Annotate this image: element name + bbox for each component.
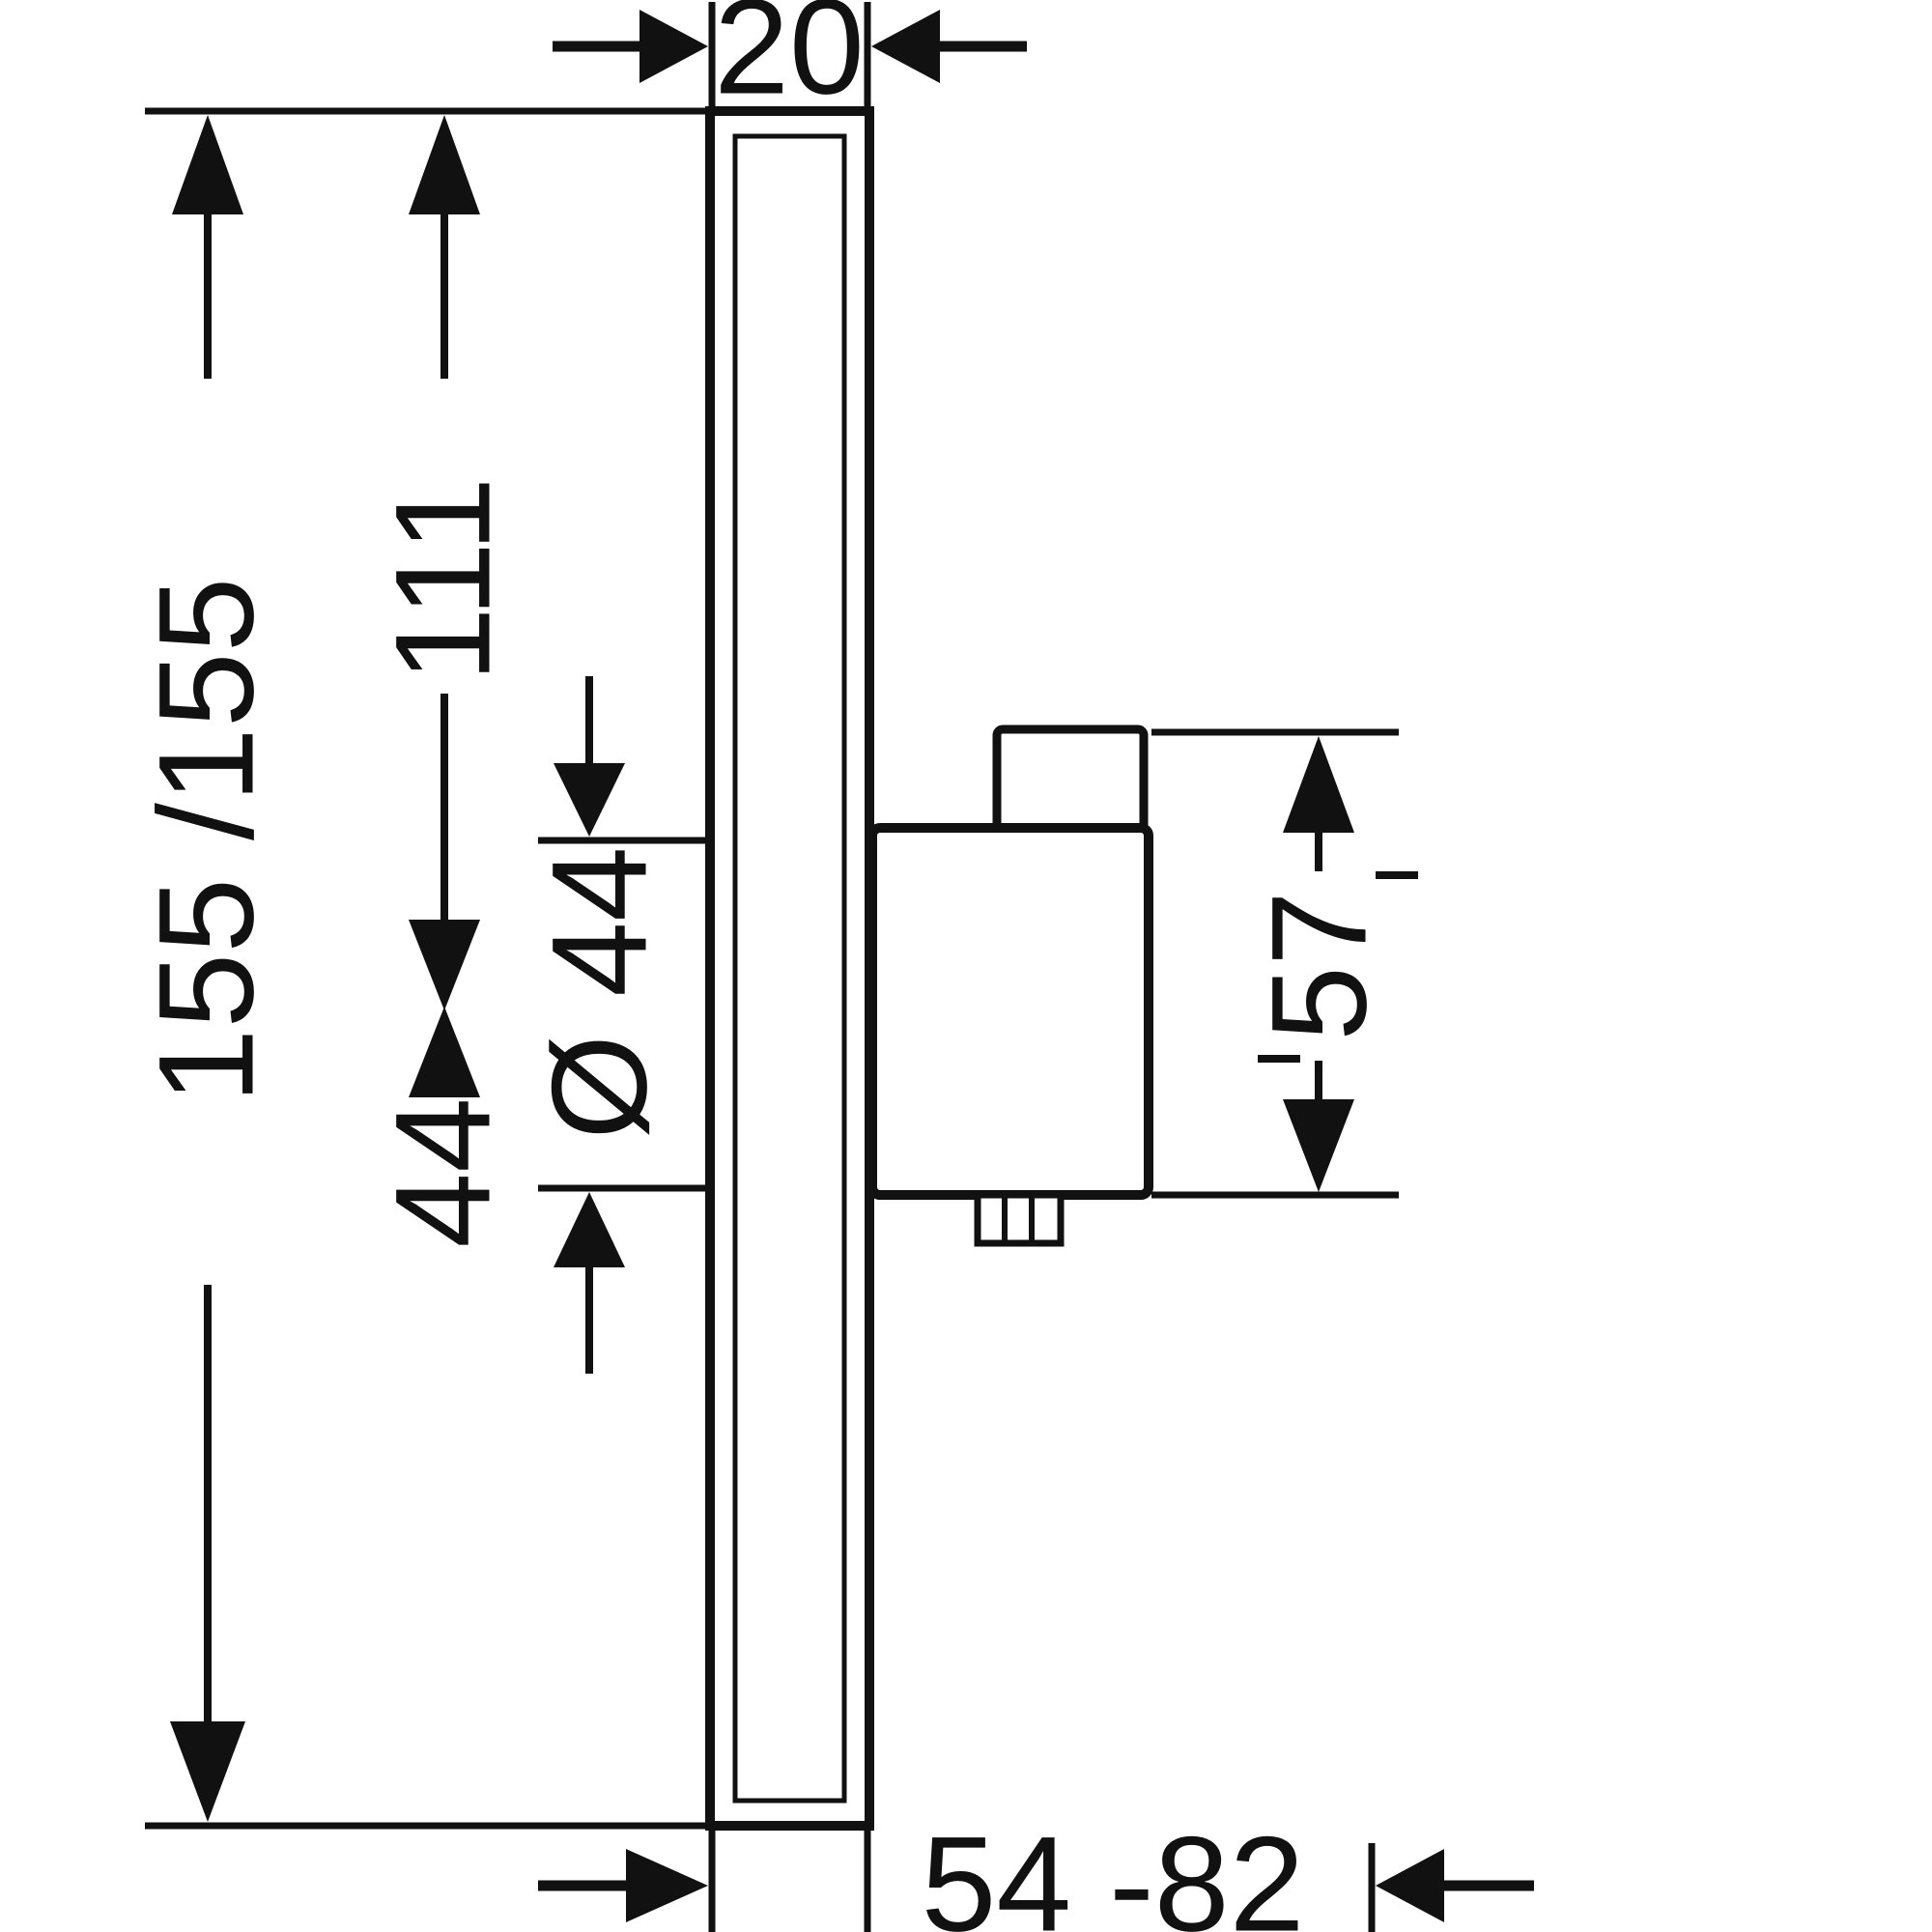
dim-label-install-depth: 54 -82: [922, 1808, 1305, 1932]
faceplate: [705, 106, 874, 1831]
dim-plate-height: 155 /155: [130, 115, 282, 1822]
top-extension-lines: [145, 2, 871, 1830]
arrowhead-down-icon: [170, 1721, 245, 1822]
dim-label-height: 155 /155: [130, 578, 282, 1104]
dim-install-depth: 54 -82: [538, 1808, 1534, 1932]
valve-top-box: [992, 724, 1149, 835]
arrowhead-up-icon: [409, 1007, 480, 1097]
dim-label-thickness: 20: [714, 0, 865, 123]
arrowhead-down-icon: [554, 763, 625, 837]
arrowhead-left-icon: [871, 10, 940, 83]
arrowhead-right-icon: [626, 1849, 708, 1922]
dim-plate-thickness: 20: [553, 0, 1027, 123]
axis-lines: [538, 837, 708, 1192]
dim-diameter: Ø 44: [524, 676, 675, 1374]
dim-label-projection: 57: [1243, 891, 1395, 1041]
arrowhead-right-icon: [639, 10, 708, 83]
dim-top-offset: 111 44: [367, 115, 519, 1248]
arrowhead-up-icon: [1283, 736, 1354, 833]
arrowhead-up-icon: [409, 115, 480, 214]
arrowhead-up-icon: [172, 115, 243, 214]
faceplate-inner: [732, 133, 847, 1804]
dim-projection: 57: [1151, 728, 1418, 1199]
dim-label-offset: 111: [367, 477, 519, 683]
arrowhead-down-icon: [409, 920, 480, 1010]
valve-body: [867, 724, 1153, 1247]
dim-label-diameter: Ø 44: [524, 846, 675, 1140]
dim-label-spacing: 44: [367, 1097, 519, 1248]
arrowhead-down-icon: [1283, 1099, 1354, 1192]
bottom-extension-lines: [708, 1826, 1376, 1932]
arrowhead-up-icon: [554, 1192, 625, 1267]
valve-bottom-nub: [974, 1191, 1065, 1247]
arrowhead-left-icon: [1376, 1849, 1444, 1922]
valve-main-body: [867, 823, 1153, 1200]
